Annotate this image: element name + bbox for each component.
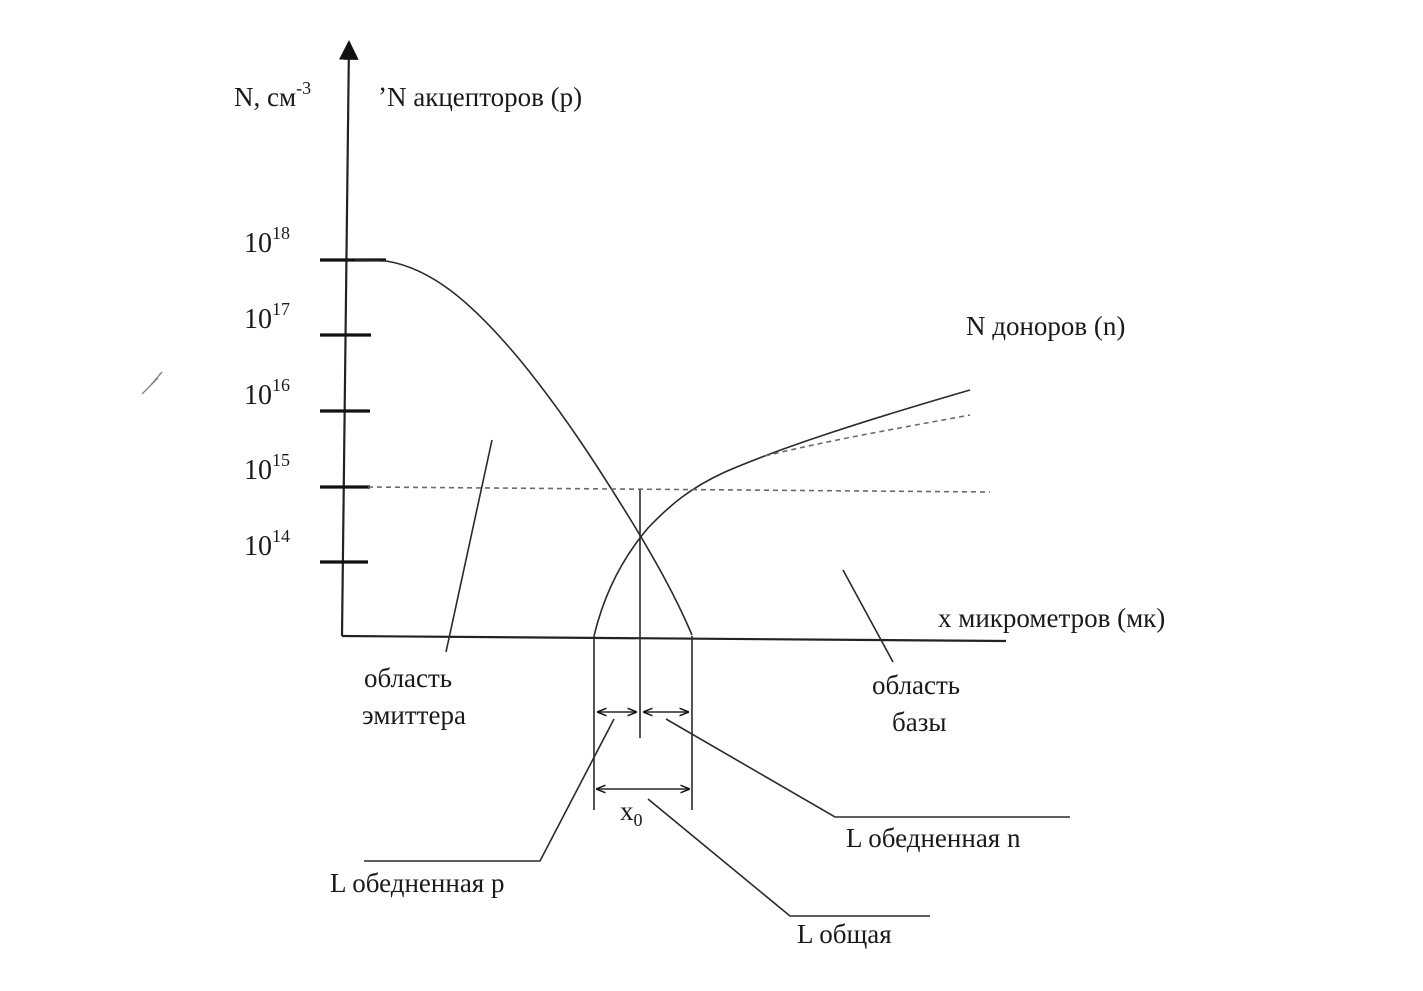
base-leader: [842, 569, 894, 663]
depletion-p-leader: [364, 718, 615, 862]
y-axis: [338, 40, 359, 637]
base-region-label: область: [872, 670, 960, 700]
x-axis: [341, 634, 1007, 643]
tick-label-1e14: 1014: [244, 526, 290, 562]
scan-mark: [141, 371, 163, 395]
donor-dashed-branch: [764, 414, 971, 457]
donors-label: N доноров (n): [966, 311, 1125, 341]
tick-label-1e17: 1017: [244, 299, 290, 335]
depletion-p-label: L обедненная p: [330, 868, 504, 898]
emitter-region-label: область: [364, 663, 452, 693]
total-label: L общая: [797, 919, 892, 949]
depletion-n-label: L обедненная n: [846, 823, 1021, 853]
y-ticks: [320, 258, 386, 564]
acceptor-curve: [354, 259, 693, 636]
emitter-leader: [445, 439, 493, 653]
acceptors-label: ʼN акцепторов (p): [378, 82, 582, 112]
emitter-region-label-2: эмиттера: [362, 700, 466, 730]
depletion-n-leader: [665, 718, 1070, 818]
base-region-label-2: базы: [892, 707, 947, 737]
x0-label: x0: [620, 796, 643, 830]
tick-label-1e16: 1016: [244, 375, 290, 411]
y-tick-labels: 1018 1017 1016 1015 1014: [244, 223, 290, 562]
x-axis-label: x микрометров (мк): [938, 603, 1165, 633]
donor-curve: [593, 389, 971, 637]
tick-label-1e15: 1015: [244, 450, 290, 486]
total-leader: [647, 798, 930, 917]
level-1e15-dashed: [367, 486, 991, 493]
tick-label-1e18: 1018: [244, 223, 290, 259]
y-axis-label: N, см-3: [234, 78, 311, 112]
